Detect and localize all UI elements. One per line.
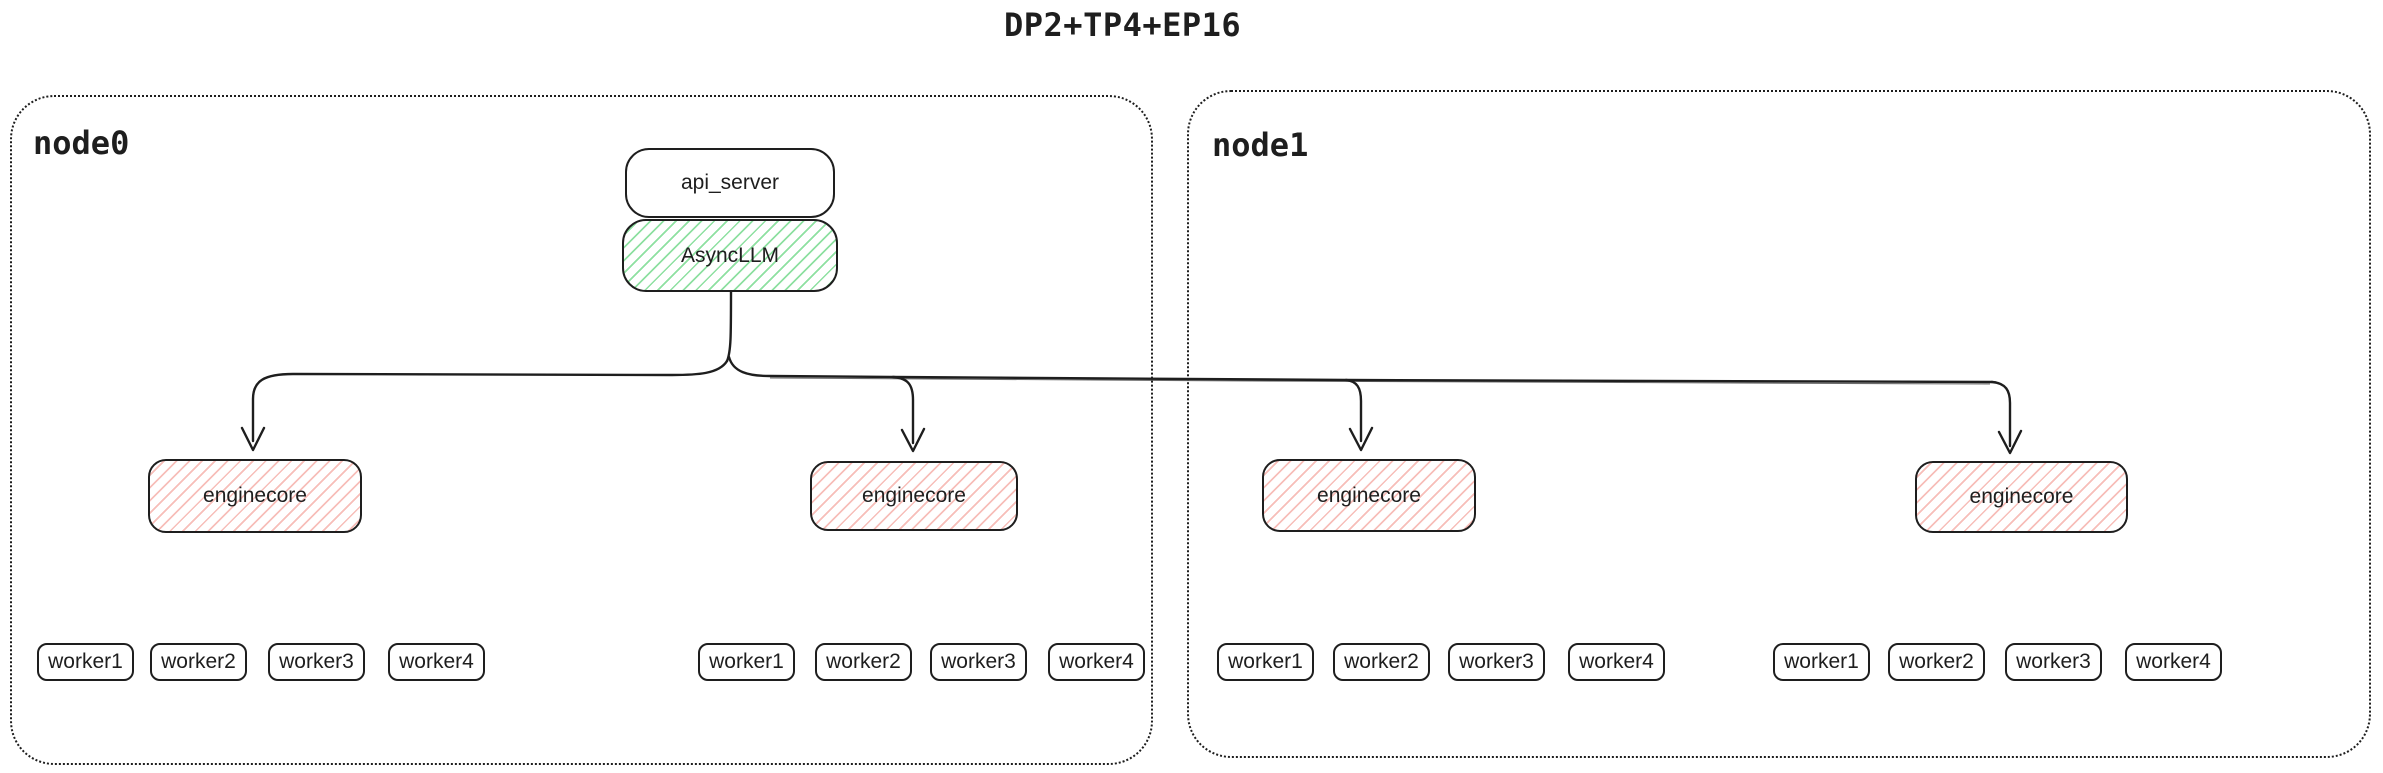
- enginecore-label: enginecore: [1317, 483, 1421, 507]
- worker-label: worker1: [48, 650, 123, 673]
- worker-label: worker1: [1784, 650, 1859, 673]
- enginecore-box-2: enginecore: [810, 461, 1018, 531]
- worker-label: worker3: [279, 650, 354, 673]
- node0-label: node0: [33, 124, 130, 162]
- worker-label: worker4: [1579, 650, 1654, 673]
- worker-label: worker3: [2016, 650, 2091, 673]
- diagram-title: DP2+TP4+EP16: [1004, 6, 1242, 44]
- worker-box: worker3: [1448, 643, 1545, 681]
- worker-label: worker2: [1344, 650, 1419, 673]
- worker-box: worker3: [268, 643, 365, 681]
- worker-label: worker1: [709, 650, 784, 673]
- worker-box: worker4: [388, 643, 485, 681]
- worker-box: worker1: [1217, 643, 1314, 681]
- enginecore-label: enginecore: [1969, 485, 2074, 508]
- worker-label: worker1: [1228, 650, 1303, 673]
- worker-box: worker3: [930, 643, 1027, 681]
- worker-box: worker2: [1333, 643, 1430, 681]
- asyncllm-box: AsyncLLM: [622, 219, 838, 292]
- node0-container: [10, 95, 1153, 765]
- worker-box: worker4: [1568, 643, 1665, 681]
- worker-box: worker2: [150, 643, 247, 681]
- worker-box: worker1: [698, 643, 795, 681]
- api-server-label: api_server: [680, 171, 780, 194]
- worker-box: worker1: [1773, 643, 1870, 681]
- worker-label: worker4: [2136, 650, 2211, 673]
- worker-label: worker2: [826, 650, 901, 673]
- worker-box: worker1: [37, 643, 134, 681]
- node1-label: node1: [1212, 126, 1309, 164]
- worker-label: worker2: [1899, 650, 1974, 673]
- worker-label: worker3: [1459, 650, 1534, 673]
- asyncllm-label: AsyncLLM: [680, 243, 780, 267]
- worker-box: worker4: [2125, 643, 2222, 681]
- worker-box: worker4: [1048, 643, 1145, 681]
- worker-box: worker3: [2005, 643, 2102, 681]
- enginecore-box-3: enginecore: [1262, 459, 1476, 532]
- enginecore-label: enginecore: [203, 484, 307, 507]
- worker-label: worker2: [161, 650, 236, 673]
- worker-box: worker2: [1888, 643, 1985, 681]
- enginecore-box-4: enginecore: [1915, 461, 2128, 533]
- worker-label: worker4: [1059, 650, 1134, 673]
- worker-label: worker3: [941, 650, 1016, 673]
- worker-label: worker4: [399, 650, 474, 673]
- enginecore-box-1: enginecore: [148, 459, 362, 533]
- worker-box: worker2: [815, 643, 912, 681]
- api-server-box: api_server: [625, 148, 835, 218]
- enginecore-label: enginecore: [862, 484, 966, 507]
- node1-container: [1187, 90, 2371, 758]
